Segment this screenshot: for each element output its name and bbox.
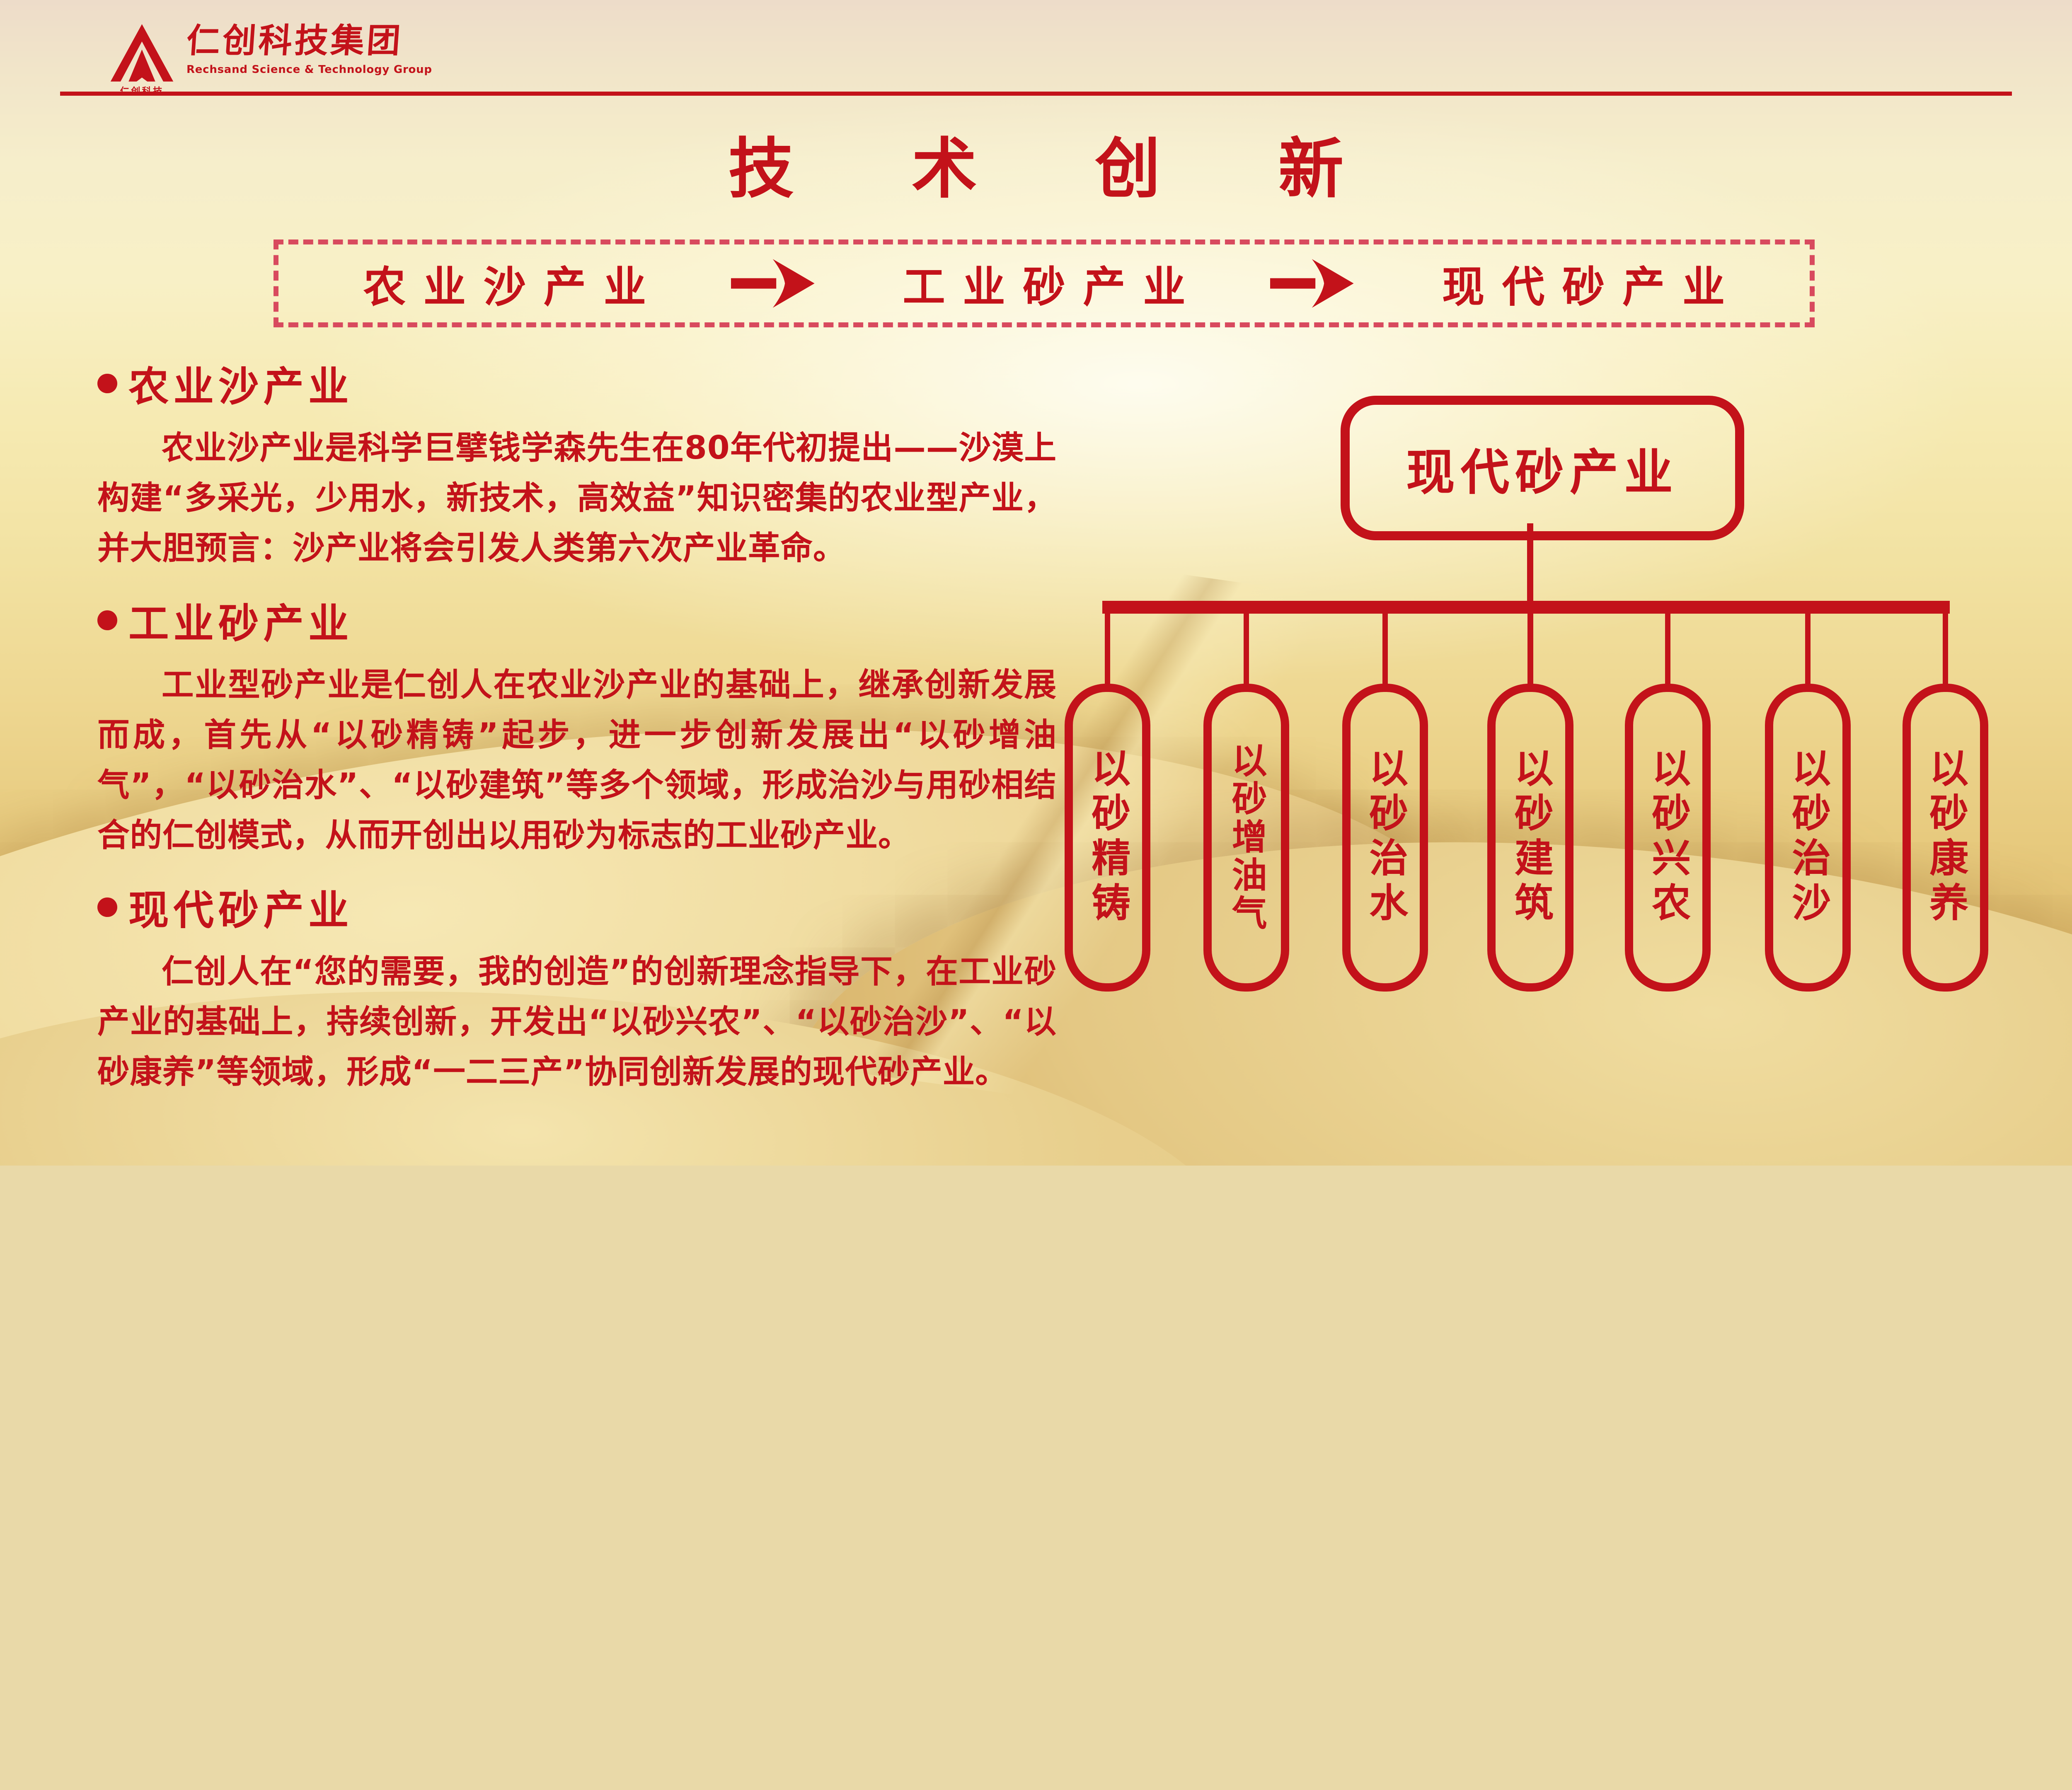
leaf-box-sand-desert-control: 以砂治沙 bbox=[1765, 684, 1851, 992]
header-divider bbox=[60, 92, 2012, 96]
bullet-icon bbox=[97, 610, 117, 630]
flow-stage-industry: 工业砂产业 bbox=[903, 263, 1203, 312]
arrow-right-icon bbox=[1270, 259, 1354, 308]
section-heading: 现代砂产业 bbox=[97, 878, 1057, 936]
company-name-cn: 仁创科技集团 bbox=[185, 22, 404, 60]
section-heading-text: 现代砂产业 bbox=[128, 887, 353, 934]
orgchart-root-box: 现代砂产业 bbox=[1341, 396, 1744, 540]
orgchart-connector bbox=[1104, 613, 1110, 685]
brand-header: 仁创科技 仁创科技集团 Rechsand Science & Technolog… bbox=[108, 22, 432, 97]
section-body: 农业沙产业是科学巨擘钱学森先生在80年代初提出——沙漠上构建“多采光，少用水，新… bbox=[97, 429, 1057, 567]
industry-evolution-flow: 农业沙产业 工业砂产业 现代砂产业 bbox=[274, 239, 1815, 327]
orgchart-connector bbox=[1942, 613, 1948, 685]
leaf-box-sand-oil-gas: 以砂增油气 bbox=[1203, 684, 1289, 992]
section-modern-sand: 现代砂产业 仁创人在“您的需要，我的创造”的创新理念指导下，在工业砂产业的基础上… bbox=[97, 878, 1057, 1097]
orgchart-connector bbox=[1665, 613, 1670, 685]
section-heading: 工业砂产业 bbox=[97, 591, 1057, 650]
arrow-right-icon bbox=[731, 259, 815, 308]
section-agriculture-sand: 农业沙产业 农业沙产业是科学巨擘钱学森先生在80年代初提出——沙漠上构建“多采光… bbox=[97, 354, 1057, 573]
leaf-box-sand-building: 以砂建筑 bbox=[1487, 684, 1573, 992]
flow-stage-agriculture: 农业沙产业 bbox=[363, 263, 664, 312]
orgchart-connector bbox=[1382, 613, 1388, 685]
orgchart-connector bbox=[1805, 613, 1811, 685]
orgchart-stem-line bbox=[1527, 523, 1533, 602]
orgchart-horizontal-bar bbox=[1102, 601, 1950, 614]
bullet-icon bbox=[97, 373, 117, 394]
section-industrial-sand: 工业砂产业 工业型砂产业是仁创人在农业沙产业的基础上，继承创新发展而成，首先从“… bbox=[97, 591, 1057, 861]
page-title: 技 术 创 新 bbox=[728, 131, 1392, 207]
flow-stage-modern: 现代砂产业 bbox=[1442, 263, 1743, 312]
bullet-icon bbox=[97, 897, 117, 917]
poster: 仁创科技 仁创科技集团 Rechsand Science & Technolog… bbox=[0, 0, 2072, 1166]
description-column: 农业沙产业 农业沙产业是科学巨擘钱学森先生在80年代初提出——沙漠上构建“多采光… bbox=[97, 354, 1057, 1115]
section-body: 仁创人在“您的需要，我的创造”的创新理念指导下，在工业砂产业的基础上，持续创新，… bbox=[97, 953, 1057, 1091]
section-heading-text: 农业沙产业 bbox=[128, 363, 353, 410]
mountain-peak-logo-icon bbox=[110, 24, 174, 82]
leaf-box-sand-agriculture: 以砂兴农 bbox=[1624, 684, 1711, 992]
section-body: 工业型砂产业是仁创人在农业沙产业的基础上，继承创新发展而成，首先从“以砂精铸”起… bbox=[97, 666, 1057, 854]
leaf-box-sand-wellness: 以砂康养 bbox=[1902, 684, 1988, 992]
company-name-en: Rechsand Science & Technology Group bbox=[186, 63, 432, 76]
orgchart-connector bbox=[1243, 613, 1249, 685]
leaf-box-sand-water: 以砂治水 bbox=[1342, 684, 1428, 992]
section-heading: 农业沙产业 bbox=[97, 354, 1057, 413]
orgchart-connector bbox=[1527, 613, 1533, 685]
section-heading-text: 工业砂产业 bbox=[128, 600, 353, 647]
leaf-box-sand-casting: 以砂精铸 bbox=[1064, 684, 1150, 992]
